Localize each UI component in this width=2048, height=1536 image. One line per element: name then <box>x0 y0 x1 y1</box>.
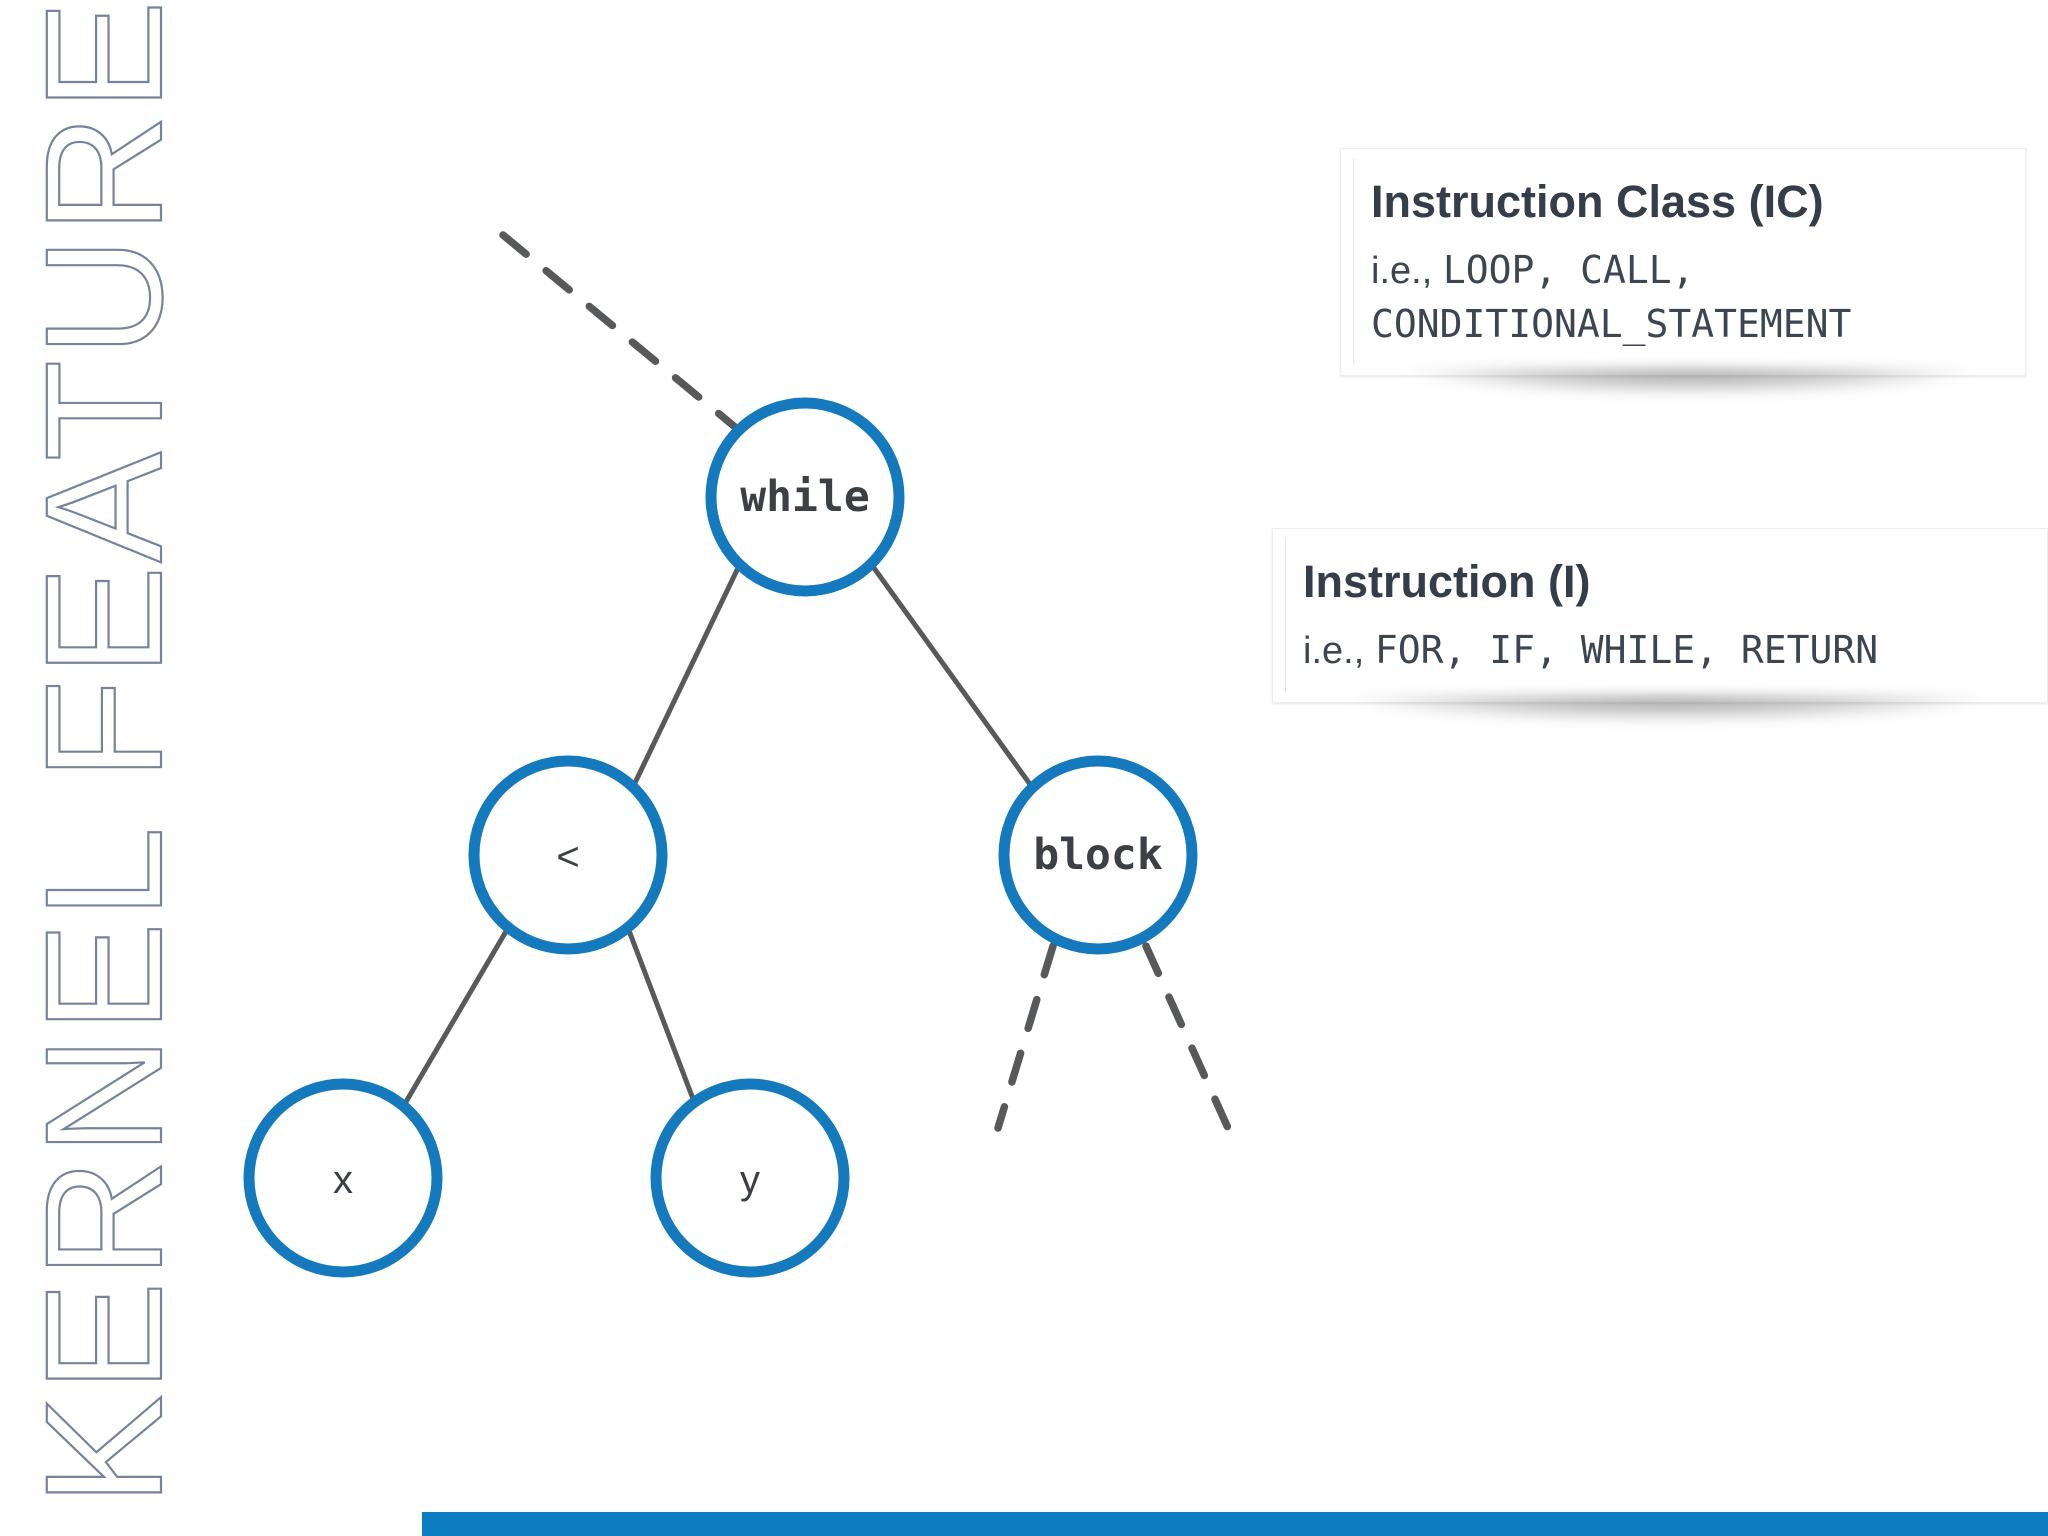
callout-card-instruction: Instruction (I) i.e., FOR, IF, WHILE, RE… <box>1272 528 2048 730</box>
edge-dashed-block-left <box>994 942 1057 1132</box>
edge-while-lt <box>630 565 741 790</box>
node-while-label: while <box>740 472 869 522</box>
tree-nodes: while < block x y <box>243 397 1198 1278</box>
bottom-accent-bar <box>422 1512 2048 1536</box>
edge-dashed-parent-while <box>499 231 745 436</box>
callout-body-instruction: i.e., FOR, IF, WHILE, RETURN <box>1303 624 2021 677</box>
node-y-circle[interactable] <box>650 1078 850 1278</box>
callout-body-instruction-class: i.e., LOOP, CALL, CONDITIONAL_STATEMENT <box>1371 244 1999 351</box>
node-x-circle[interactable] <box>243 1078 443 1278</box>
node-lt-circle[interactable] <box>468 755 668 955</box>
node-x-label: x <box>333 1158 353 1202</box>
tree-edges-solid <box>397 565 1035 1115</box>
node-lt-label: < <box>556 835 579 879</box>
edge-lt-y <box>625 925 701 1115</box>
callout-title-instruction-class: Instruction Class (IC) <box>1371 176 1824 227</box>
node-block-label: block <box>1033 830 1163 880</box>
node-block[interactable]: block <box>998 755 1198 955</box>
callout-card-instruction-class: Instruction Class (IC) i.e., LOOP, CALL,… <box>1340 148 2026 403</box>
callout-prefix-ic: i.e., <box>1371 250 1443 293</box>
edge-dashed-block-right <box>1142 942 1232 1132</box>
tree-edges-dashed <box>499 231 1232 1132</box>
node-while-circle[interactable] <box>705 397 905 597</box>
node-while[interactable]: while <box>705 397 905 597</box>
callout-examples-i-line1: FOR, IF, WHILE, RETURN <box>1374 628 1879 673</box>
node-y[interactable]: y <box>650 1078 850 1278</box>
node-block-circle[interactable] <box>998 755 1198 955</box>
node-x[interactable]: x <box>243 1078 443 1278</box>
callout-examples-ic-line2: CONDITIONAL_STATEMENT <box>1371 301 1852 346</box>
edge-while-block <box>871 565 1035 790</box>
node-y-label: y <box>740 1158 760 1202</box>
callout-prefix-i: i.e., <box>1303 630 1375 673</box>
edge-lt-x <box>397 925 511 1115</box>
node-lt[interactable]: < <box>468 755 668 955</box>
callout-title-instruction: Instruction (I) <box>1303 556 1591 607</box>
callout-examples-ic-line1: LOOP, CALL, <box>1442 248 1695 293</box>
